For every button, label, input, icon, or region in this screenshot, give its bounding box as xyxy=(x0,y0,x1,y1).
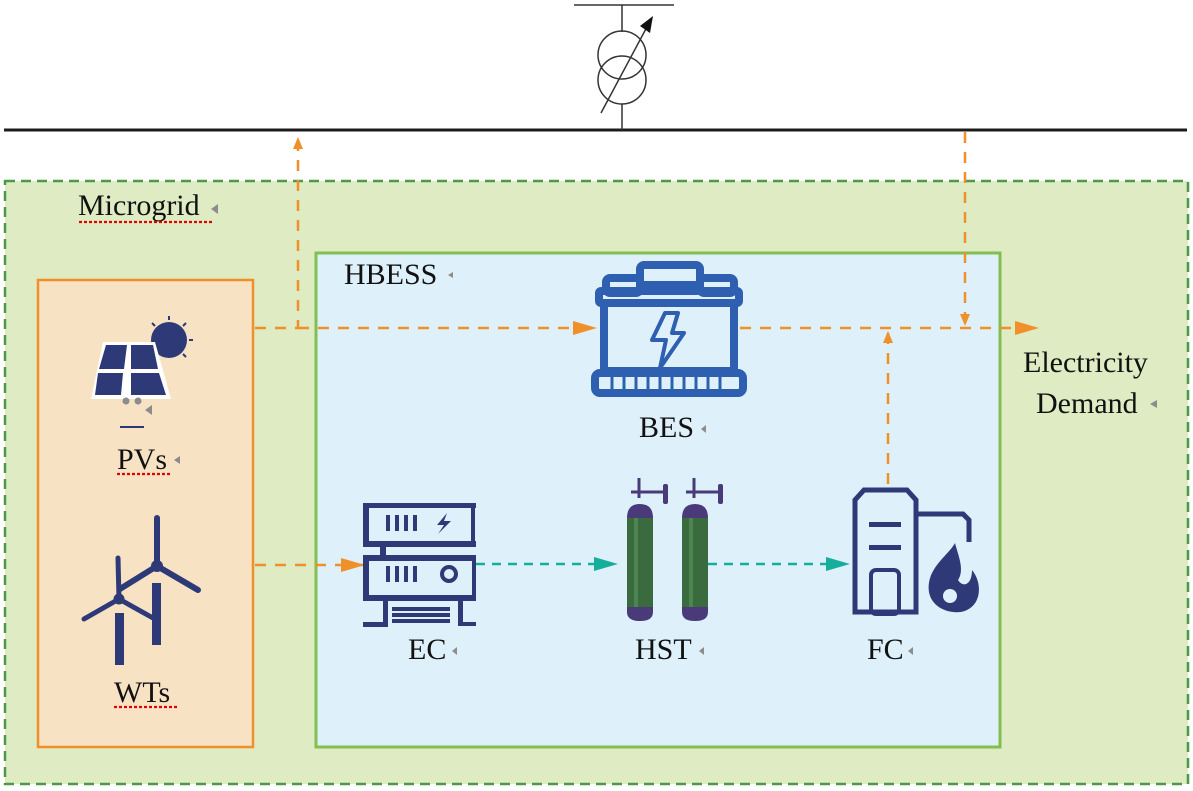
fc-label: FC xyxy=(867,633,904,666)
demand-label-line2: Demand xyxy=(1036,387,1138,420)
wind-turbine-icon xyxy=(81,515,201,665)
ec-label: EC xyxy=(408,633,446,666)
electrolyzer-icon xyxy=(363,503,476,627)
solar-panel-icon xyxy=(91,316,193,428)
electricity-flows xyxy=(255,132,1039,572)
wt-label: WTs xyxy=(114,676,170,709)
microgrid-label: Microgrid xyxy=(78,189,200,222)
fuel-cell-icon xyxy=(852,487,979,616)
pv-label: PVs xyxy=(117,443,167,476)
hbess-label: HBESS xyxy=(344,258,437,291)
bes-label: BES xyxy=(639,411,694,444)
hydrogen-tank-icon xyxy=(627,478,723,621)
transformer-icon xyxy=(574,4,674,130)
battery-icon xyxy=(591,261,747,397)
demand-label-line1: Electricity xyxy=(1023,346,1148,379)
hst-label: HST xyxy=(635,633,692,666)
